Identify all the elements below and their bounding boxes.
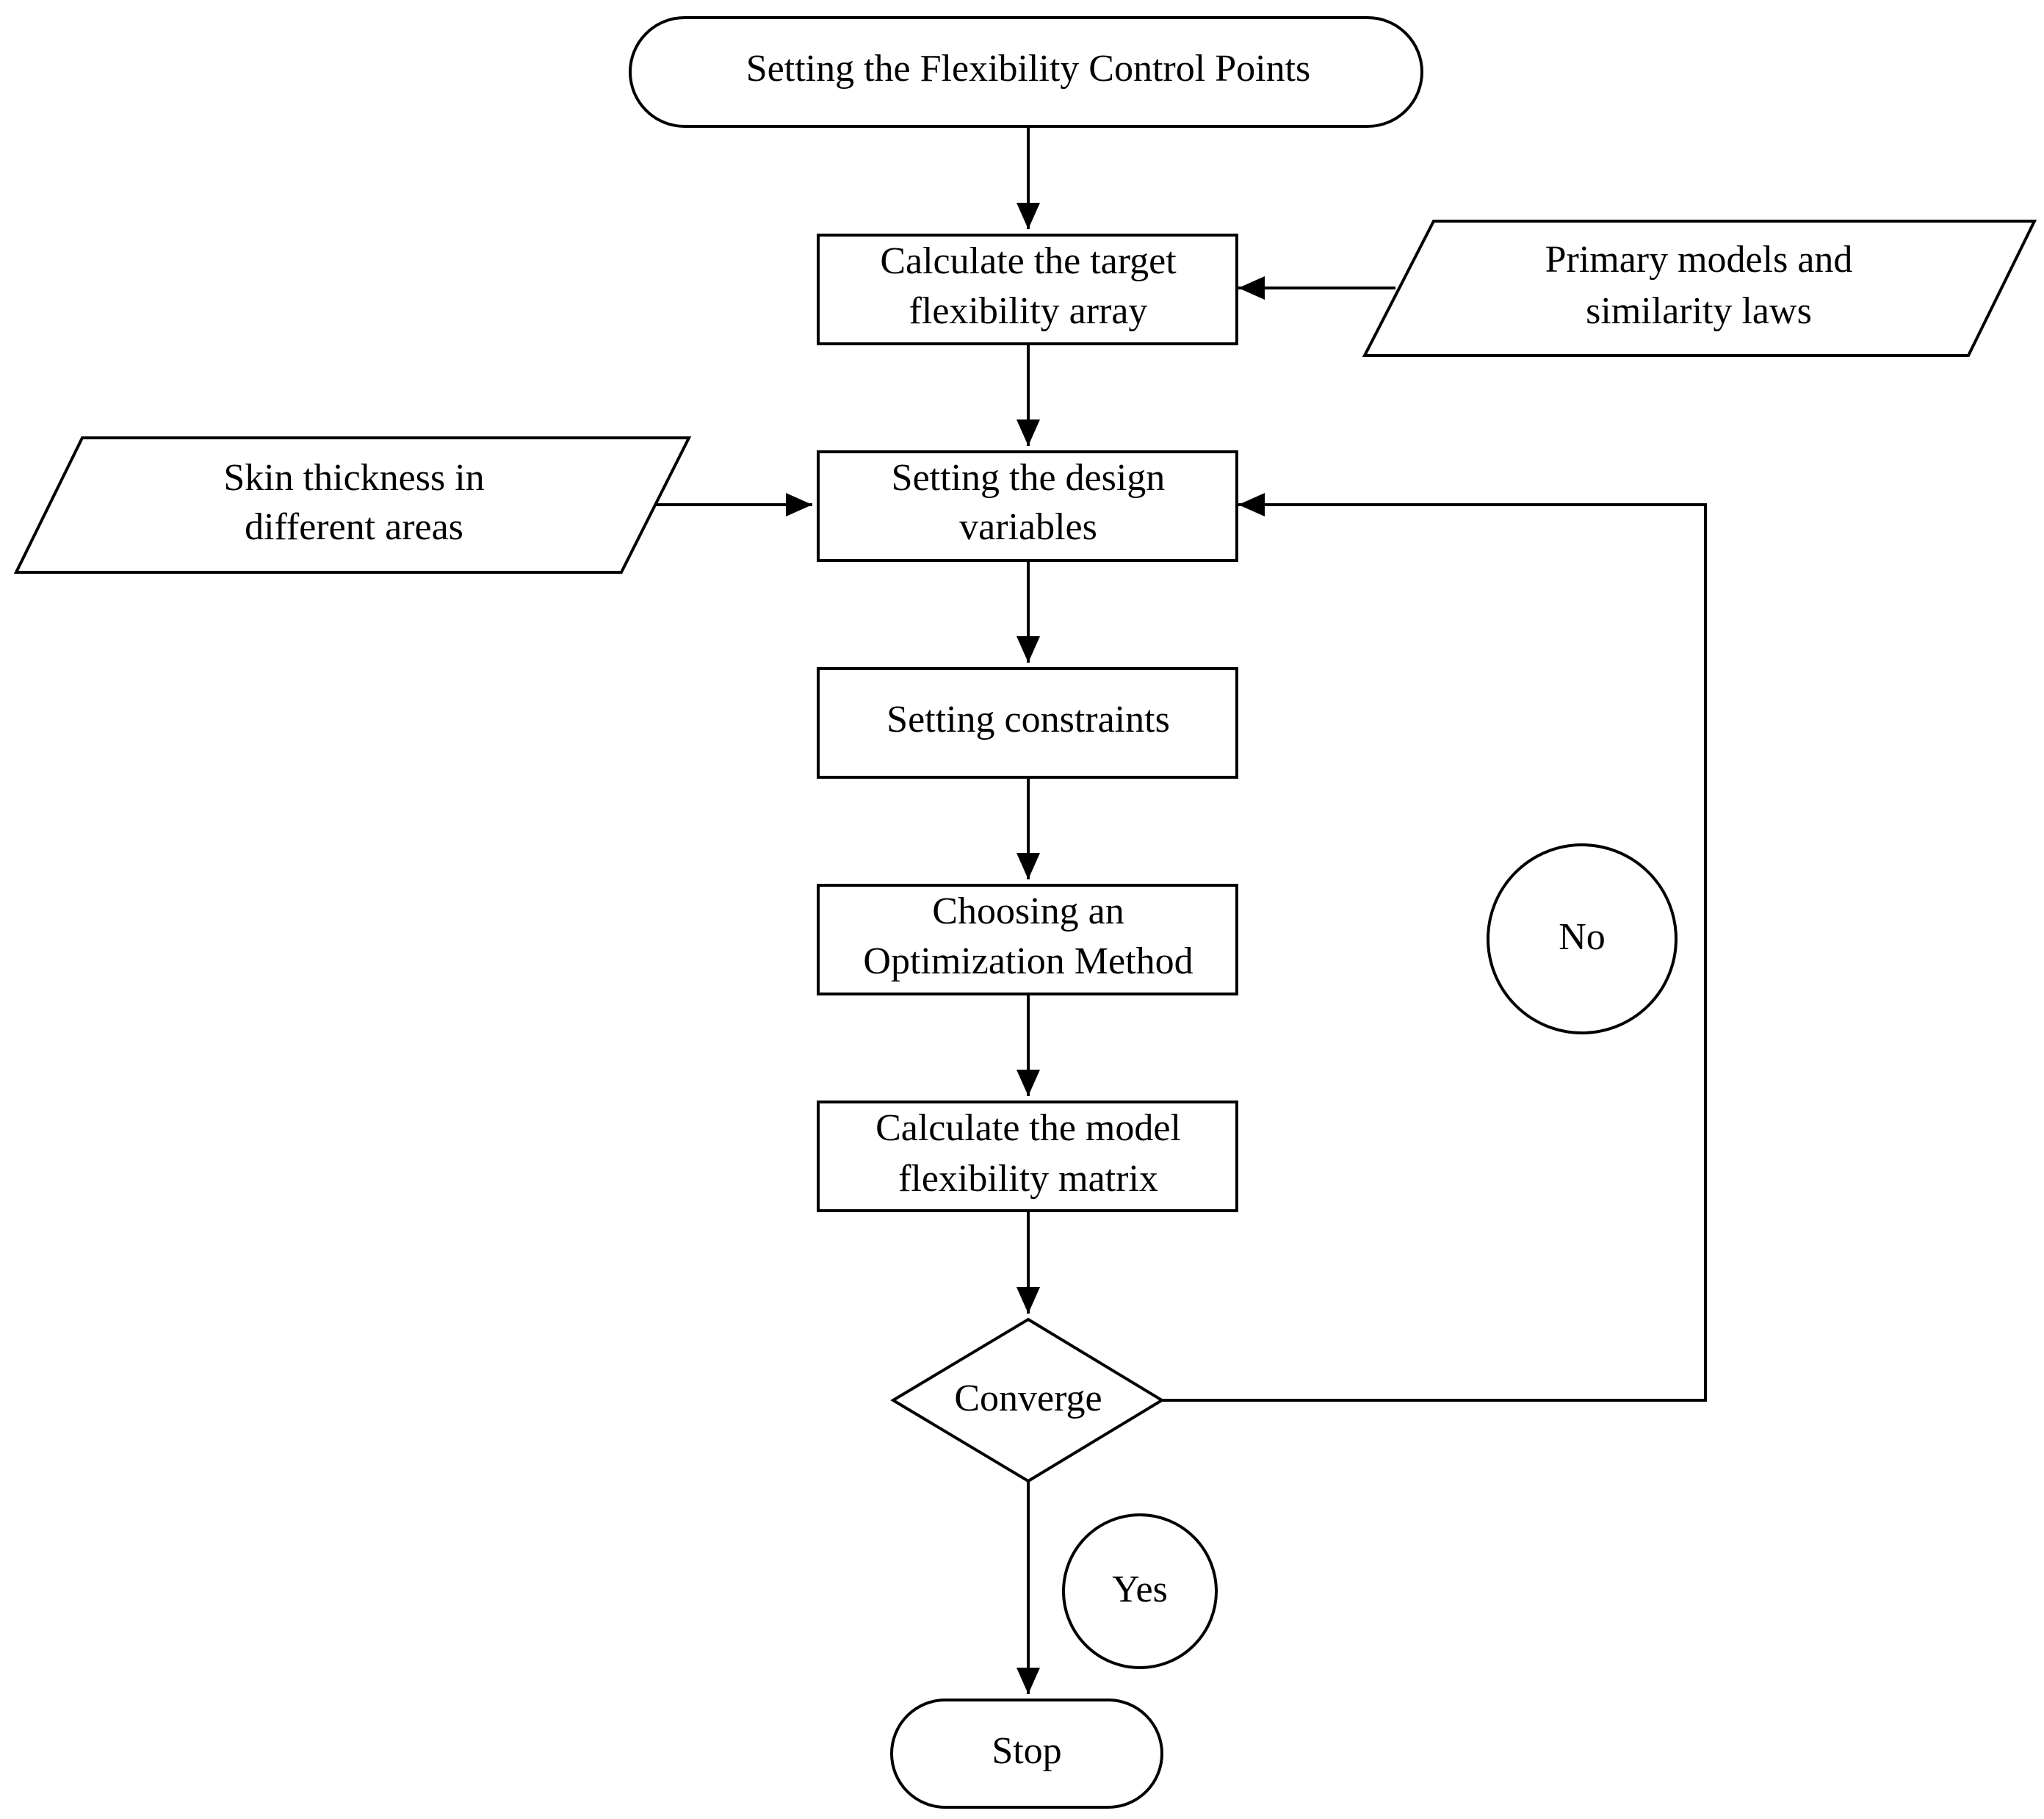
no-label: No <box>1559 916 1606 958</box>
primary-models-input: Primary models and similarity laws <box>1362 220 2037 357</box>
design-variables-label-line1: Setting the design <box>892 457 1166 499</box>
model-matrix-label-line1: Calculate the model <box>875 1107 1181 1149</box>
target-array-process: Calculate the target flexibility array <box>817 234 1238 345</box>
start-label: Setting the Flexibility Control Points <box>746 48 1311 90</box>
constraints-label: Setting constraints <box>886 699 1170 741</box>
edges <box>654 127 1707 1694</box>
target-array-label-line1: Calculate the target <box>880 240 1177 282</box>
skin-thickness-label-line2: different areas <box>245 506 463 548</box>
target-array-label-line2: flexibility array <box>909 290 1148 332</box>
start-terminator: Setting the Flexibility Control Points <box>629 16 1423 128</box>
optimization-label-line1: Choosing an <box>932 890 1124 932</box>
yes-label: Yes <box>1112 1568 1168 1610</box>
converge-decision: Converge <box>890 1317 1165 1483</box>
arrow-converge-no-loop <box>1162 493 1707 1402</box>
stop-terminator: Stop <box>890 1699 1163 1809</box>
yes-connector: Yes <box>1062 1513 1218 1669</box>
no-connector: No <box>1487 843 1678 1034</box>
model-matrix-process: Calculate the model flexibility matrix <box>817 1101 1238 1212</box>
stop-label: Stop <box>992 1730 1061 1772</box>
design-variables-process: Setting the design variables <box>817 450 1238 562</box>
skin-thickness-label-line1: Skin thickness in <box>223 457 484 499</box>
skin-thickness-input: Skin thickness in different areas <box>13 436 692 574</box>
design-variables-label-line2: variables <box>959 506 1097 548</box>
constraints-process: Setting constraints <box>817 667 1238 779</box>
optimization-label-line2: Optimization Method <box>863 940 1193 982</box>
primary-models-label-line2: similarity laws <box>1586 290 1812 332</box>
primary-models-label-line1: Primary models and <box>1545 239 1853 281</box>
converge-label: Converge <box>954 1377 1102 1419</box>
optimization-process: Choosing an Optimization Method <box>817 884 1238 995</box>
model-matrix-label-line2: flexibility matrix <box>898 1158 1158 1200</box>
